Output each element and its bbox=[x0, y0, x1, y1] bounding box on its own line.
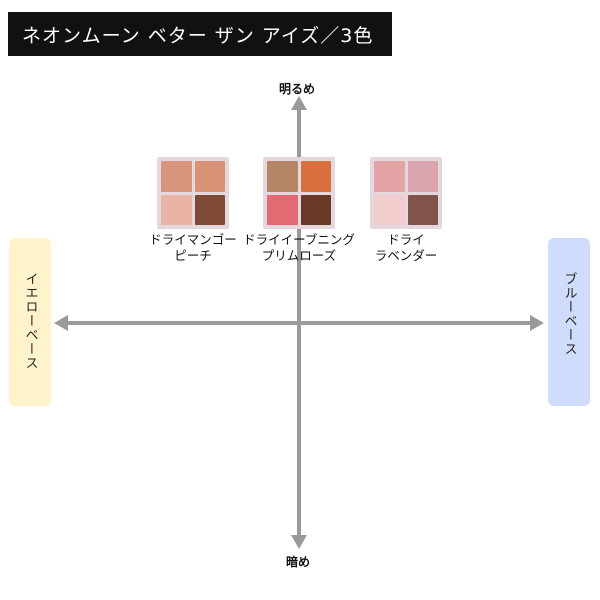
blue-base-box: ブルーベース bbox=[548, 238, 590, 406]
blue-base-label: ブルーベース bbox=[561, 272, 577, 356]
arrow-up-icon bbox=[291, 96, 307, 110]
pan-bottom-right bbox=[407, 194, 438, 225]
pan-top-right bbox=[300, 161, 331, 192]
pan-top-right bbox=[194, 161, 225, 192]
axis-label-dark: 暗め bbox=[286, 555, 311, 569]
axis-label-bright: 明るめ bbox=[279, 82, 316, 96]
pan-top-left bbox=[374, 161, 405, 192]
caption-line-2: ピーチ bbox=[174, 248, 212, 263]
pan-bottom-right bbox=[194, 194, 225, 225]
pan-bottom-left bbox=[161, 194, 192, 225]
caption-dry-lavender: ドライ ラベンダー bbox=[350, 232, 462, 264]
pan-top-left bbox=[267, 161, 298, 192]
caption-line-1: ドライマンゴー bbox=[149, 232, 237, 247]
palette-dry-lavender bbox=[370, 157, 442, 229]
palette-dry-evening-primrose bbox=[263, 157, 335, 229]
yellow-base-label: イエローベース bbox=[22, 272, 38, 370]
pan-bottom-left bbox=[374, 194, 405, 225]
caption-line-1: ドライ bbox=[387, 232, 425, 247]
pan-top-left bbox=[161, 161, 192, 192]
horizontal-axis bbox=[66, 321, 530, 325]
page-title: ネオンムーン ベター ザン アイズ／3色 bbox=[8, 12, 392, 56]
caption-dry-mango-peach: ドライマンゴー ピーチ bbox=[137, 232, 249, 264]
caption-line-2: プリムローズ bbox=[261, 248, 337, 263]
pan-top-right bbox=[407, 161, 438, 192]
page-title-text: ネオンムーン ベター ザン アイズ／3色 bbox=[22, 24, 374, 47]
arrow-down-icon bbox=[291, 535, 307, 549]
caption-line-1: ドライイーブニング bbox=[243, 232, 355, 247]
palette-dry-mango-peach bbox=[157, 157, 229, 229]
pan-bottom-left bbox=[267, 194, 298, 225]
caption-line-2: ラベンダー bbox=[374, 248, 438, 263]
yellow-base-box: イエローベース bbox=[9, 238, 51, 406]
caption-dry-evening-primrose: ドライイーブニング プリムローズ bbox=[243, 232, 355, 264]
arrow-right-icon bbox=[530, 315, 544, 331]
arrow-left-icon bbox=[54, 315, 68, 331]
pan-bottom-right bbox=[300, 194, 331, 225]
